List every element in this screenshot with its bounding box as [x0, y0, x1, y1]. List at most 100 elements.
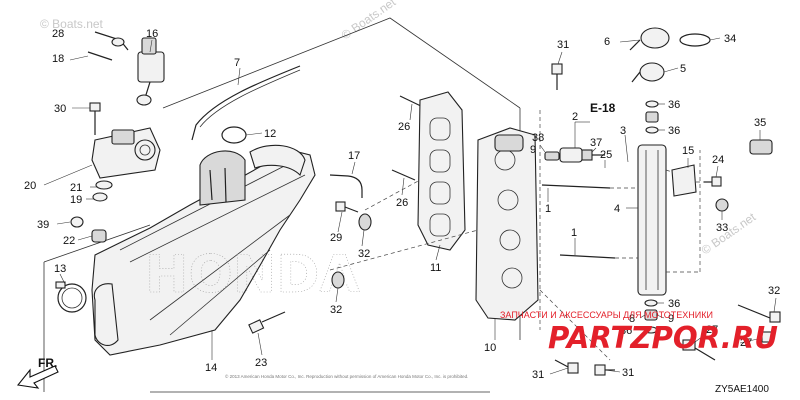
callout-33: 33 [716, 222, 728, 234]
callout-8: 8 [629, 313, 635, 325]
bolt-31-top [551, 63, 563, 90]
callout-21: 21 [70, 182, 82, 194]
callout-4: 4 [614, 203, 620, 215]
callout-6: 6 [604, 36, 610, 48]
callout-13: 13 [54, 263, 66, 275]
callout-24: 24 [712, 154, 724, 166]
clip-35 [749, 139, 773, 155]
callout-12: 12 [264, 128, 276, 140]
callout-7: 7 [234, 57, 240, 69]
callout-10: 10 [484, 342, 496, 354]
stud-1-a [541, 184, 611, 189]
callout-32-a: 32 [358, 248, 370, 260]
callout-37: 37 [590, 137, 602, 149]
callout-32-c: 32 [768, 285, 780, 297]
callout-2: 2 [572, 111, 578, 123]
callout-38: 38 [532, 132, 544, 144]
bolt-27-b [761, 331, 773, 343]
callout-31-c: 31 [622, 367, 634, 379]
copyright-line: © 2013 American Honda Motor Co., Inc. Re… [225, 373, 468, 379]
collar-22 [91, 229, 107, 243]
callout-32-b: 32 [330, 304, 342, 316]
actuator-20 [91, 127, 161, 202]
leader-lines [43, 37, 777, 375]
stud-26-b [391, 169, 416, 181]
callout-39: 39 [37, 219, 49, 231]
callout-30: 30 [54, 103, 66, 115]
intake-manifold-14 [91, 144, 316, 356]
callout-27-a: 27 [706, 324, 718, 336]
seal-stack-upper [645, 100, 659, 134]
diagram-code: ZY5AE1400 [715, 384, 769, 395]
stud-1-b [559, 254, 616, 259]
callout-1-a: 1 [545, 203, 551, 215]
callout-1-b: 1 [571, 227, 577, 239]
engine-lettering: HONDA [145, 245, 360, 305]
svg-text:FR.: FR. [38, 356, 57, 370]
callout-16: 16 [146, 28, 158, 40]
callout-3: 3 [620, 125, 626, 137]
brand-tagline: ЗАПЧАСТИ И АКСЕССУАРЫ ДЛЯ МОТОТЕХНИКИ [500, 310, 713, 320]
bolt-27-a [682, 339, 716, 361]
hose-17 [329, 174, 363, 198]
gasket-11 [417, 91, 466, 251]
front-direction-arrow: FR. [16, 356, 59, 389]
solenoid-valve-16 [136, 37, 165, 106]
gasket-12 [221, 126, 247, 144]
clip-34 [679, 33, 711, 47]
brand-name: PARTZPOR.RU [548, 321, 778, 356]
callout-31-a: 31 [557, 39, 569, 51]
callout-36-d: 36 [620, 325, 632, 337]
watermark-top-left: © Boats.net [40, 17, 104, 31]
callout-19: 19 [70, 194, 82, 206]
callout-35: 35 [754, 117, 766, 129]
callout-labels: 28 18 16 30 7 12 20 21 19 39 22 13 17 29… [24, 28, 780, 381]
callout-28: 28 [52, 28, 64, 40]
callout-31-b: 31 [532, 369, 544, 381]
assembly-guides [329, 110, 704, 361]
callout-20: 20 [24, 180, 36, 192]
fuel-rail-4 [637, 144, 667, 296]
watermark-right: © Boats.net [699, 210, 759, 258]
nut-32-b [331, 271, 345, 289]
callout-25: 25 [600, 149, 612, 161]
callout-29: 29 [330, 232, 342, 244]
pressure-fitting-6 [629, 27, 670, 51]
bolt-29 [335, 201, 359, 213]
bolt-30 [89, 102, 101, 135]
bolt-32-right [737, 304, 781, 323]
callout-11: 11 [430, 262, 441, 274]
callout-9-b: 9 [668, 313, 674, 325]
bolt-24 [704, 176, 722, 187]
callout-36-c: 36 [668, 298, 680, 310]
injector-2 [544, 147, 605, 163]
callout-27-b: 27 [740, 337, 752, 349]
callout-15: 15 [682, 145, 694, 157]
callout-23: 23 [255, 357, 267, 369]
nut-32-a [358, 213, 372, 231]
callout-18: 18 [52, 53, 64, 65]
section-reference: E-18 [590, 101, 616, 115]
fitting-5 [631, 62, 665, 83]
callout-5: 5 [680, 63, 686, 75]
hose-clamp-13 [55, 281, 87, 313]
callout-22: 22 [63, 235, 75, 247]
callout-36-a: 36 [668, 99, 680, 111]
callout-17: 17 [348, 150, 360, 162]
bolt-23 [248, 311, 286, 334]
bracket-15 [671, 164, 697, 197]
vacuum-hose-7-inner [199, 69, 301, 128]
grommet-39 [70, 216, 84, 228]
callout-9-a: 9 [530, 144, 536, 156]
callout-36-b: 36 [668, 125, 680, 137]
callout-26-a: 26 [398, 121, 410, 133]
callout-34: 34 [724, 33, 736, 45]
fitting-28-18 [87, 31, 129, 61]
washer-33 [715, 198, 729, 212]
callout-26-b: 26 [396, 197, 408, 209]
watermark-top-center: © Boats.net [339, 0, 399, 42]
vacuum-hose-7 [191, 65, 301, 141]
callout-14: 14 [205, 362, 217, 374]
injector-base-10 [475, 127, 539, 321]
